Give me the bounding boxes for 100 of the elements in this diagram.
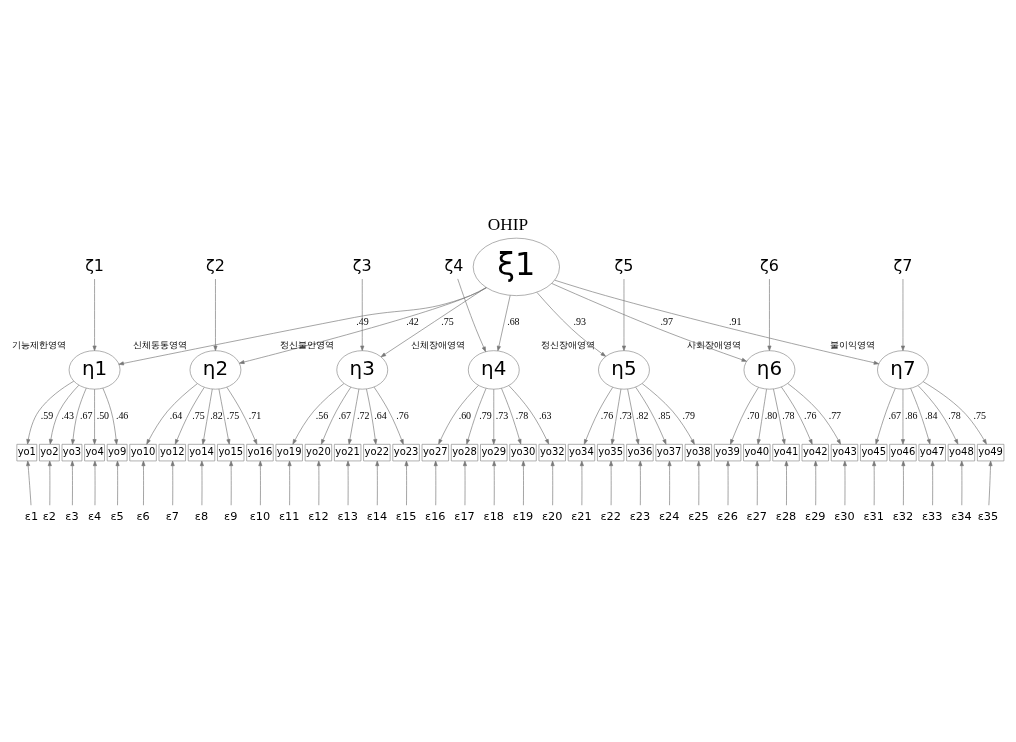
node-label: 신체장애영역 [411, 338, 466, 350]
arrow [199, 460, 204, 506]
node-box: yo9 [106, 443, 128, 461]
node-box: yo20 [304, 443, 333, 461]
arrow [466, 387, 487, 444]
arrow [229, 460, 234, 506]
node-box: yo34 [567, 443, 596, 461]
edge-label: .85 [657, 409, 671, 421]
arrow [773, 388, 786, 444]
node-text: ε27 [746, 509, 768, 523]
arrow [347, 388, 360, 444]
edge-label: .71 [248, 409, 262, 421]
edge-label: .79 [479, 409, 492, 421]
node-text: ε16 [425, 509, 446, 523]
node-box: yo16 [246, 443, 274, 461]
node-label: 사회장애영역 [686, 338, 741, 350]
arrow [26, 380, 75, 444]
edge-label: .93 [573, 315, 587, 327]
arrow [492, 460, 497, 506]
edge-label: .64 [374, 409, 387, 421]
arrow [438, 384, 479, 444]
edge-label: .42 [406, 315, 419, 327]
edge-label: .80 [764, 409, 778, 421]
edge-label: .78 [948, 409, 961, 421]
node-text: ε18 [483, 509, 504, 523]
arrow [641, 382, 695, 445]
arrow [756, 388, 767, 444]
arrow [508, 384, 550, 444]
node-box: yo38 [684, 443, 712, 461]
arrow [988, 460, 993, 506]
arrow [226, 386, 258, 445]
arrow [239, 286, 487, 364]
edge-label: .64 [169, 409, 183, 421]
arrow [930, 460, 935, 506]
edge-label: .97 [660, 315, 674, 327]
edge-label: .72 [357, 409, 370, 421]
node-box: yo37 [655, 443, 683, 461]
arrow [316, 460, 321, 506]
node-text: ε12 [308, 509, 329, 523]
arrow [170, 460, 175, 506]
arrow [102, 387, 119, 445]
node-box: yo15 [217, 443, 245, 461]
edge-label: .59 [40, 409, 54, 421]
arrow [521, 460, 526, 506]
node-box: yo43 [830, 443, 859, 461]
node-text: ε14 [366, 509, 388, 523]
arrow [917, 384, 959, 444]
arrow [667, 460, 672, 506]
arrow [536, 291, 606, 357]
node-box: yo19 [275, 443, 303, 461]
arrow [496, 294, 511, 351]
node-box: yo40 [743, 443, 771, 461]
node-box: yo35 [597, 443, 625, 461]
arrow [901, 388, 905, 444]
node-text: ε7 [165, 509, 179, 523]
node-text: ε29 [805, 509, 826, 523]
node-text: ε9 [224, 509, 238, 523]
arrow [609, 460, 614, 506]
node-text: ζ7 [893, 255, 913, 275]
node-ellipse: η7 [877, 349, 929, 389]
arrow [92, 388, 97, 444]
arrow [579, 460, 584, 506]
arrow [213, 278, 218, 351]
node-text: ε26 [717, 509, 738, 523]
arrow [218, 388, 231, 444]
node-label: 불이익영역 [829, 338, 875, 350]
diagram-title: OHIP [487, 214, 529, 234]
edge-label: .70 [746, 409, 760, 421]
edge-label: .77 [828, 409, 842, 421]
arrow [501, 387, 522, 444]
edge-label: .82 [636, 409, 649, 421]
arrow [118, 287, 487, 365]
node-box: yo32 [538, 443, 566, 461]
edge-label: .79 [682, 409, 695, 421]
arrow [404, 460, 409, 506]
arrow [622, 278, 626, 351]
arrow [610, 388, 622, 444]
arrow [696, 460, 701, 506]
arrow [787, 382, 841, 445]
node-text: ε3 [65, 509, 79, 523]
node-text: ε21 [571, 509, 592, 523]
node-text: ε28 [775, 509, 797, 523]
arrow [92, 278, 97, 351]
edge-label: .46 [115, 409, 129, 421]
arrow [583, 386, 613, 445]
node-text: ζ5 [614, 255, 634, 275]
node-text: ε32 [892, 509, 914, 523]
node-box: yo27 [421, 443, 449, 461]
edge-label: .67 [338, 409, 351, 421]
node-box: yo47 [918, 443, 946, 461]
arrow [457, 278, 486, 352]
arrow [463, 460, 467, 506]
arrow [550, 460, 555, 506]
arrow [47, 460, 52, 506]
arrow [360, 278, 365, 351]
arrow [433, 460, 438, 506]
node-label: 기능제한영역 [12, 338, 67, 350]
edge-label: .56 [315, 409, 329, 421]
node-box: yo48 [947, 443, 976, 461]
edge-label: .84 [924, 409, 938, 421]
